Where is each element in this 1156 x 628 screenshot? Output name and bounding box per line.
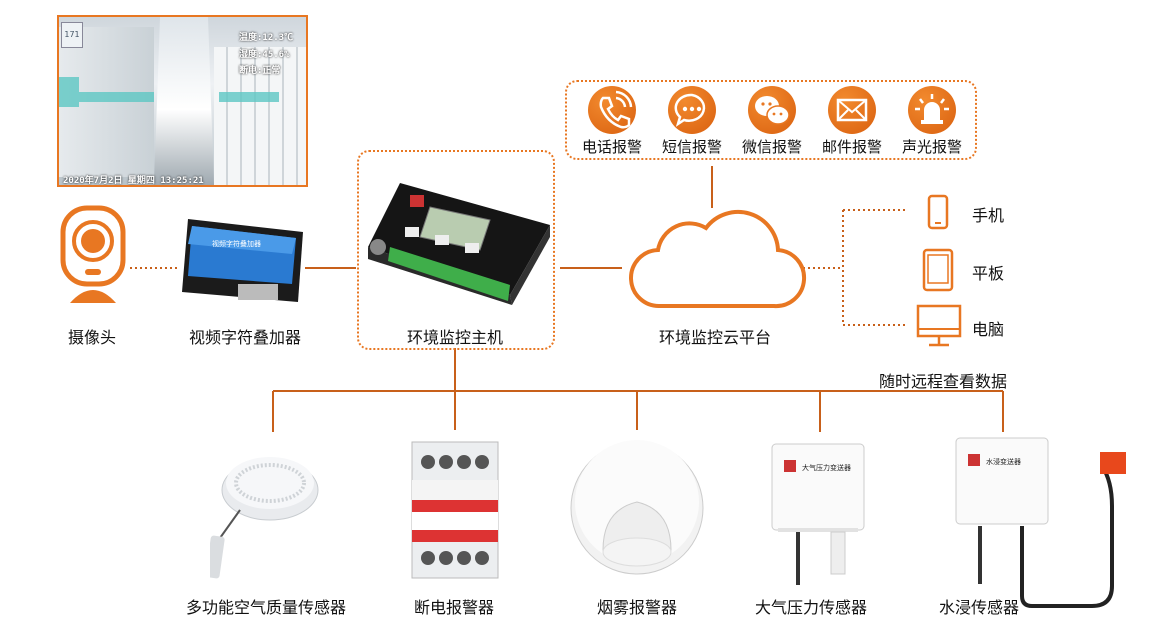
camera-feed-image: 171 温度:12.3℃ 湿度:45.6% 断电:正常 2020年7月2日 星期…	[57, 15, 308, 187]
water-leak-sensor: 水浸变送器	[955, 437, 1126, 608]
overlay-label: 视频字符叠加器	[188, 328, 302, 347]
client-label: 手机	[972, 206, 1005, 225]
alarm-label: 电话报警	[581, 138, 643, 156]
video-overlay-device: 视频字符叠加器	[182, 219, 303, 302]
sensor-label: 大气压力传感器	[754, 598, 868, 617]
host-box	[357, 150, 555, 350]
air-pressure-sensor: 大气压力变送器	[771, 443, 865, 585]
alarm-label: 微信报警	[741, 138, 803, 156]
sensor-label: 断电报警器	[413, 598, 495, 617]
device-text: 水浸变送器	[986, 457, 1021, 466]
mobile-icon	[927, 194, 949, 230]
monitoring-host-device	[368, 183, 550, 305]
svg-text:视频字符叠加器: 视频字符叠加器	[212, 239, 261, 248]
power-overlay: 断电:正常	[239, 66, 281, 76]
alarm-label: 邮件报警	[821, 138, 883, 156]
air-quality-sensor	[210, 457, 319, 579]
humidity-overlay: 湿度:45.6%	[239, 50, 290, 60]
power-failure-alarm	[411, 441, 499, 579]
client-label: 电脑	[972, 320, 1005, 339]
remote-note: 随时远程查看数据	[878, 372, 1008, 391]
mail-icon	[828, 86, 876, 134]
siren-icon	[908, 86, 956, 134]
alarm-label: 短信报警	[661, 138, 723, 156]
temperature-overlay: 温度:12.3℃	[239, 33, 294, 43]
sms-icon	[668, 86, 716, 134]
client-label: 平板	[972, 264, 1005, 283]
alarm-label: 声光报警	[901, 138, 963, 156]
datetime-overlay: 2020年7月2日 星期四 13:25:21	[63, 176, 204, 186]
cloud-icon	[629, 209, 806, 309]
wechat-icon	[748, 86, 796, 134]
host-label: 环境监控主机	[406, 328, 504, 347]
camera-label: 摄像头	[67, 328, 117, 347]
monitor-icon	[916, 304, 962, 347]
room-tag: 171	[61, 22, 83, 48]
tablet-icon	[922, 248, 954, 292]
sensor-label: 多功能空气质量传感器	[185, 598, 347, 617]
device-text: 大气压力变送器	[802, 463, 851, 472]
cloud-label: 环境监控云平台	[658, 328, 772, 347]
sensor-label: 烟雾报警器	[596, 598, 678, 617]
smoke-alarm	[570, 440, 704, 575]
phone-icon	[588, 86, 636, 134]
sensor-label: 水浸传感器	[938, 598, 1020, 617]
alarm-box	[565, 80, 977, 160]
webcam-icon	[60, 205, 126, 303]
